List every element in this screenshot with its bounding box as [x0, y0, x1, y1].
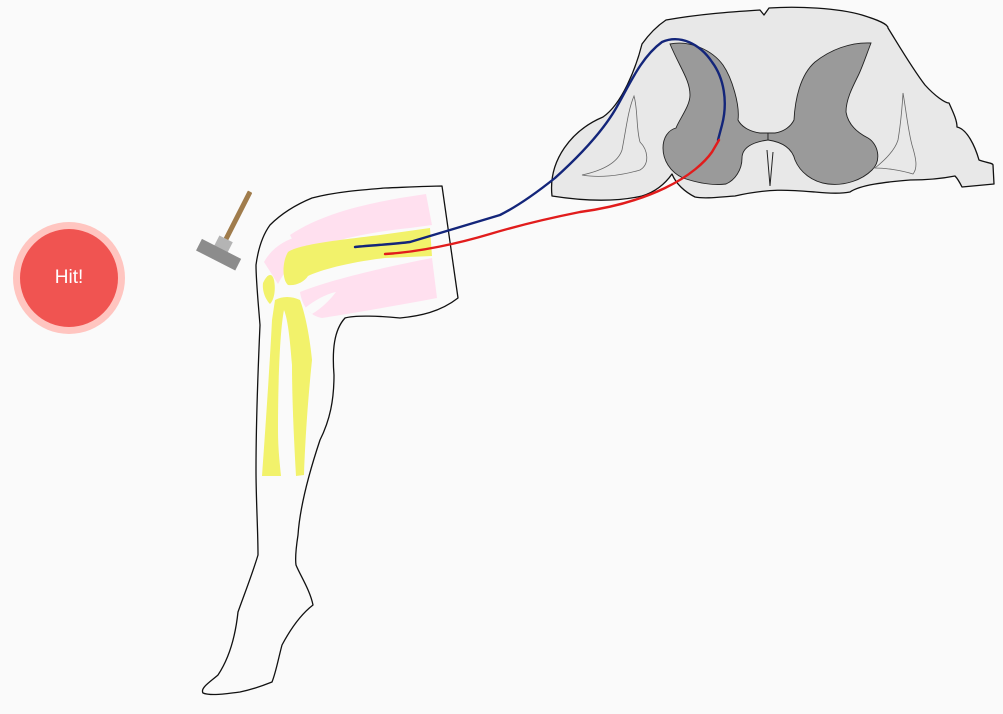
- femur: [283, 228, 432, 286]
- hit-button-label: Hit!: [20, 229, 118, 327]
- spinal-white-matter: [550, 6, 995, 201]
- central-fissure: [766, 149, 774, 187]
- spinal-gray-matter-left: [662, 42, 769, 185]
- hammer-head: [196, 238, 242, 271]
- dorsal-root-right: [873, 92, 917, 175]
- leg: [201, 185, 459, 696]
- motor-nerve-path: [383, 138, 721, 256]
- hammer-handle: [220, 190, 253, 248]
- sensory-nerve-path: [353, 38, 726, 249]
- knee-ligament: [305, 292, 336, 314]
- spinal-gray-matter-right: [767, 42, 879, 185]
- thigh-muscle-upper: [290, 194, 432, 254]
- thigh-muscle-lower: [264, 236, 437, 318]
- tibia: [262, 297, 312, 476]
- spinal-cord-cross-section: [550, 6, 995, 201]
- reflex-hammer-icon[interactable]: [196, 182, 270, 271]
- patella: [262, 274, 275, 304]
- dorsal-root-left: [581, 94, 648, 177]
- hit-button[interactable]: Hit!: [13, 222, 125, 334]
- hammer-collar: [213, 235, 233, 253]
- leg-outline: [201, 185, 459, 696]
